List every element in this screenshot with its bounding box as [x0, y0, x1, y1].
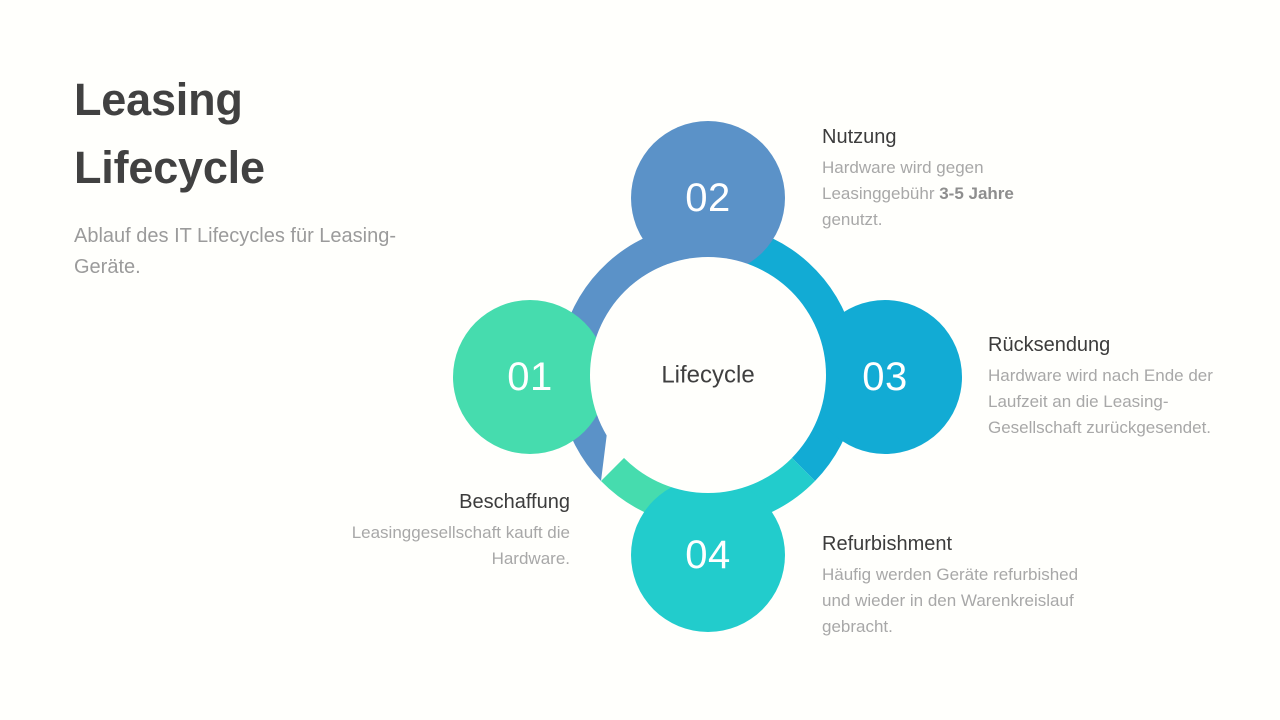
node-circle-04[interactable]: 04 — [631, 478, 785, 632]
node-number-02: 02 — [685, 176, 731, 220]
page-title-line-2: Lifecycle — [74, 142, 265, 194]
callout-body-refurbishment: Häufig werden Geräte refurbished und wie… — [822, 565, 1079, 636]
node-circle-02[interactable]: 02 — [631, 121, 785, 275]
node-number-01: 01 — [507, 355, 553, 399]
callout-body-nutzung: Hardware wird gegen Leasinggebühr 3-5 Ja… — [822, 155, 1062, 232]
node-number-03: 03 — [862, 355, 908, 399]
callout-body-nutzung-bold: 3-5 Jahre — [939, 183, 1014, 203]
lifecycle-diagram: 02 03 04 01 Lifecycle — [440, 100, 980, 660]
callout-beschaffung: Beschaffung Leasinggesellschaft kauft di… — [330, 489, 570, 572]
node-circle-03[interactable]: 03 — [808, 300, 962, 454]
callout-title-beschaffung: Beschaffung — [459, 491, 570, 513]
callout-body-nutzung-part1: Hardware wird gegen Leasinggebühr — [822, 158, 984, 203]
center-hub — [590, 257, 826, 493]
callout-title-refurbishment: Refurbishment — [822, 533, 953, 555]
callout-body-nutzung-part2: genutzt. — [822, 209, 883, 229]
callout-body-beschaffung: Leasinggesellschaft kauft die Hardware. — [351, 523, 570, 568]
callout-title-nutzung: Nutzung — [822, 126, 897, 148]
page-subtitle: Ablauf des IT Lifecycles für Leasing-Ger… — [74, 224, 397, 278]
callout-nutzung: Nutzung Hardware wird gegen Leasinggebüh… — [822, 124, 1062, 232]
callout-body-ruecksendung: Hardware wird nach Ende der Laufzeit an … — [988, 366, 1213, 437]
callout-refurbishment: Refurbishment Häufig werden Geräte refur… — [822, 531, 1084, 639]
page-title-line-1: Leasing — [74, 74, 243, 125]
headline-block: Leasing Lifecycle Ablauf des IT Lifecycl… — [74, 66, 454, 283]
node-number-04: 04 — [685, 533, 731, 577]
callout-title-ruecksendung: Rücksendung — [988, 334, 1111, 356]
center-label: Lifecycle — [661, 362, 754, 389]
node-circle-01[interactable]: 01 — [453, 300, 607, 454]
callout-ruecksendung: Rücksendung Hardware wird nach Ende der … — [988, 332, 1236, 440]
